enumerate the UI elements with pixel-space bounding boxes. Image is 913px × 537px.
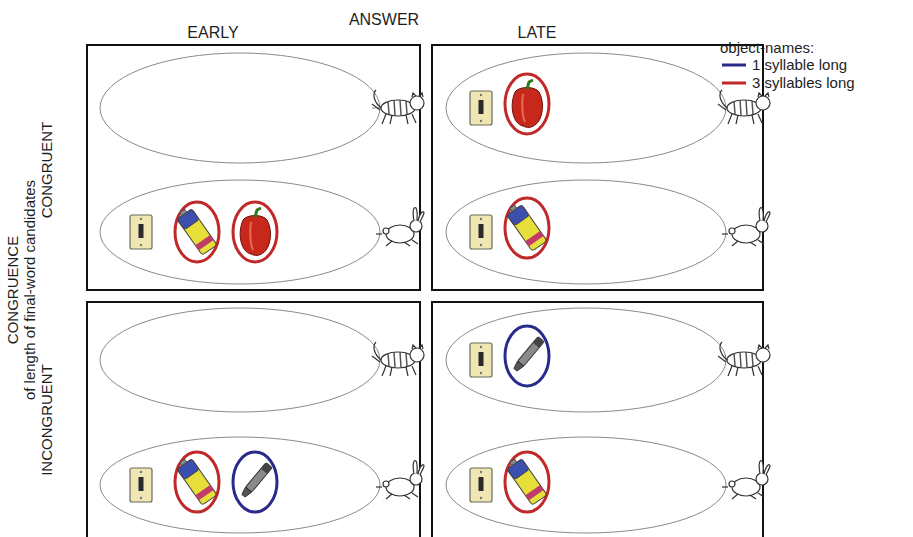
column-heading: EARLY <box>187 24 238 42</box>
legend-text: 3 syllables long <box>752 75 855 92</box>
legend-text: 1 syllable long <box>752 57 847 74</box>
row-axis-subtitle: of length of final-word candidates <box>22 180 39 400</box>
row-axis-title: CONGRUENCE <box>5 236 22 344</box>
legend-line-sample <box>720 57 748 73</box>
legend-line-sample <box>720 75 748 91</box>
column-axis-title: ANSWER <box>349 11 419 29</box>
column-heading: LATE <box>518 24 557 42</box>
legend-row: 1 syllable long <box>720 57 847 74</box>
row-heading: INCONGRUENT <box>39 364 56 476</box>
row-heading: CONGRUENT <box>39 122 56 219</box>
legend-heading: object-names: <box>720 40 814 57</box>
legend-row: 3 syllables long <box>720 75 855 92</box>
